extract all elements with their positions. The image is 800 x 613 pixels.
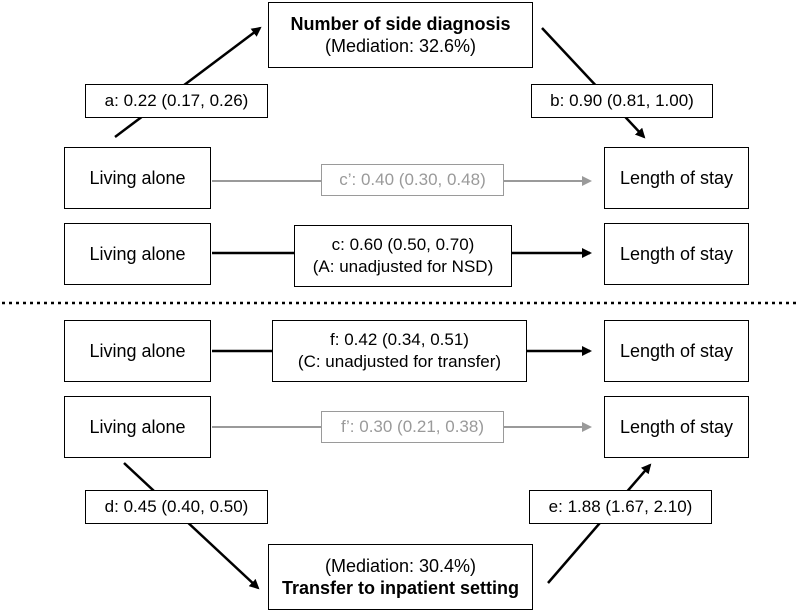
outcome-label: Length of stay: [619, 244, 734, 264]
exposure-label: Living alone: [89, 244, 186, 264]
exposure-node: Living alone: [64, 320, 211, 382]
exposure-label: Living alone: [89, 417, 186, 437]
path-e-text: e: 1.88 (1.67, 2.10): [548, 497, 693, 516]
path-b-text: b: 0.90 (0.81, 1.00): [550, 91, 694, 110]
mediation-percent: (Mediation: 32.6%): [324, 36, 477, 56]
path-a-arrow: [114, 26, 262, 138]
mediator-title: Transfer to inpatient setting: [281, 578, 520, 598]
mediator-node-side-diagnosis: Number of side diagnosis (Mediation: 32.…: [268, 2, 533, 68]
path-f-prime-label: f’: 0.30 (0.21, 0.38): [321, 411, 504, 443]
outcome-label: Length of stay: [619, 168, 734, 188]
path-f-label: f: 0.42 (0.34, 0.51) (C: unadjusted for …: [272, 320, 527, 382]
path-e-label: e: 1.88 (1.67, 2.10): [529, 490, 712, 524]
exposure-label: Living alone: [89, 168, 186, 188]
mediator-title: Number of side diagnosis: [290, 14, 511, 34]
path-b-label: b: 0.90 (0.81, 1.00): [531, 84, 713, 118]
path-d-label: d: 0.45 (0.40, 0.50): [85, 490, 268, 524]
path-a-text: a: 0.22 (0.17, 0.26): [104, 91, 249, 110]
outcome-node: Length of stay: [604, 147, 749, 209]
path-f-text: f: 0.42 (0.34, 0.51): [330, 330, 469, 349]
path-c-prime-text: c’: 0.40 (0.30, 0.48): [339, 170, 486, 189]
outcome-label: Length of stay: [619, 417, 734, 437]
outcome-node: Length of stay: [604, 320, 749, 382]
path-d-arrow: [123, 462, 260, 590]
path-c-note: (A: unadjusted for NSD): [312, 257, 494, 276]
path-c-text: c: 0.60 (0.50, 0.70): [331, 235, 475, 254]
path-e-arrow: [547, 463, 652, 584]
path-a-label: a: 0.22 (0.17, 0.26): [85, 84, 268, 118]
exposure-node: Living alone: [64, 396, 211, 458]
exposure-node: Living alone: [64, 147, 211, 209]
path-f-prime-text: f’: 0.30 (0.21, 0.38): [340, 417, 484, 436]
exposure-node: Living alone: [64, 223, 211, 285]
path-f-note: (C: unadjusted for transfer): [297, 352, 502, 371]
path-c-label: c: 0.60 (0.50, 0.70) (A: unadjusted for …: [294, 225, 512, 287]
exposure-label: Living alone: [89, 341, 186, 361]
mediator-node-transfer: (Mediation: 30.4%) Transfer to inpatient…: [268, 544, 533, 610]
path-d-text: d: 0.45 (0.40, 0.50): [104, 497, 249, 516]
mediation-percent: (Mediation: 30.4%): [324, 556, 477, 576]
outcome-node: Length of stay: [604, 223, 749, 285]
path-c-prime-label: c’: 0.40 (0.30, 0.48): [321, 164, 504, 196]
path-b-arrow: [541, 27, 646, 139]
outcome-label: Length of stay: [619, 341, 734, 361]
outcome-node: Length of stay: [604, 396, 749, 458]
